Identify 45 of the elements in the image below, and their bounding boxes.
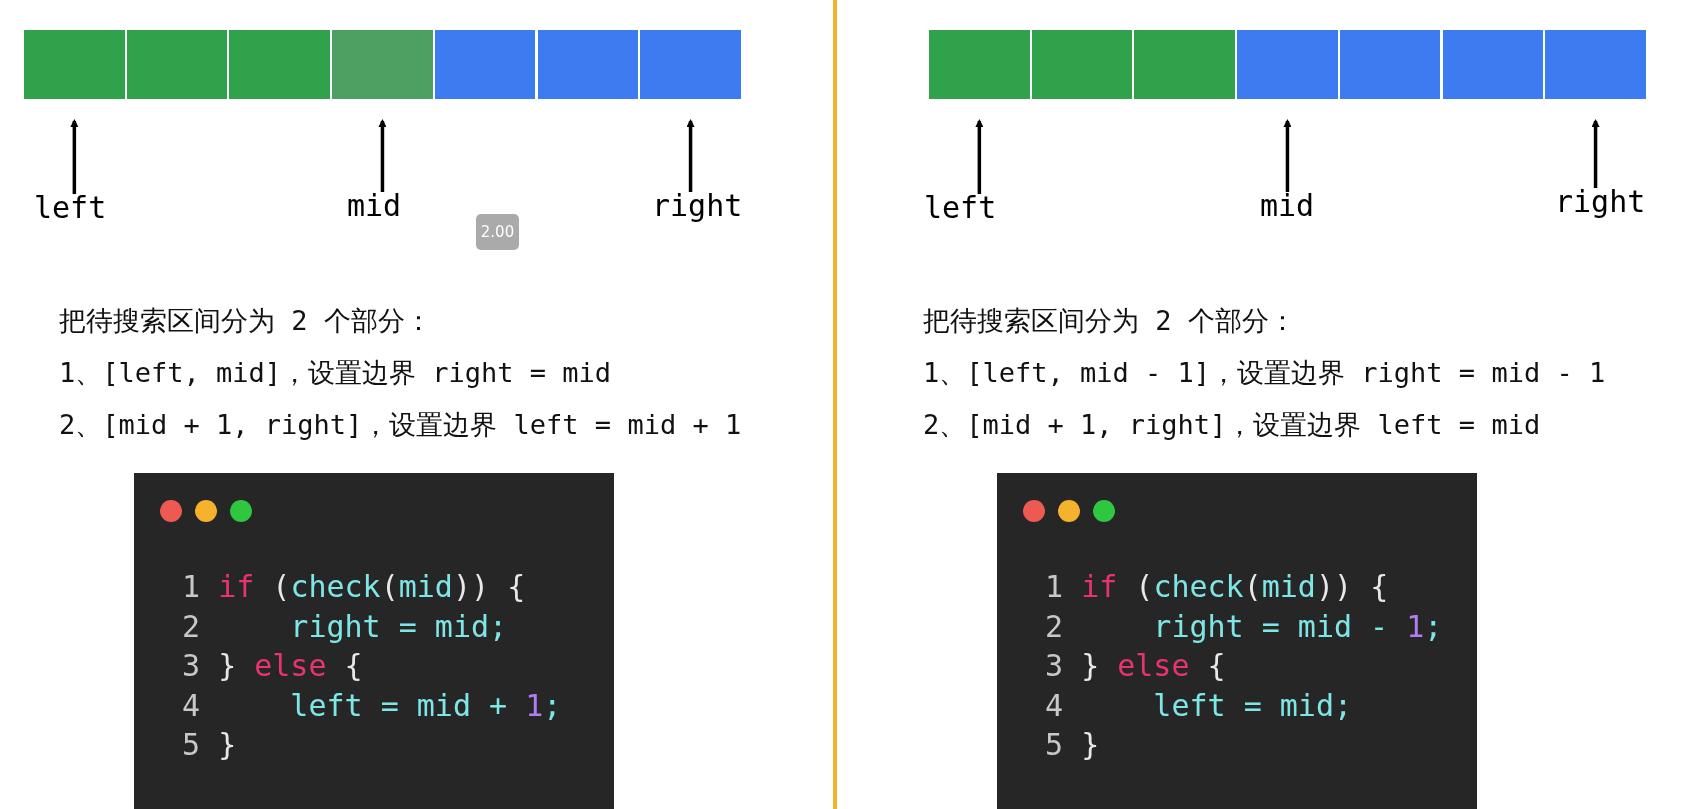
arrow <box>1283 119 1292 192</box>
arrow <box>70 119 79 194</box>
code-line: 4 left = mid; <box>1045 690 1353 721</box>
code-line: 1 if (check(mid)) { <box>1045 572 1389 602</box>
code-window <box>997 473 1477 809</box>
speed-badge: 2.00 <box>476 214 519 250</box>
array-cell <box>434 30 536 99</box>
array-cell <box>24 30 125 99</box>
array-cell <box>640 30 741 99</box>
code-line: 4 left = mid + 1; <box>182 690 562 721</box>
array-cell <box>1545 30 1646 99</box>
array-cell <box>1237 30 1338 99</box>
code-line: 1 if (check(mid)) { <box>182 572 526 602</box>
description-text: 1、[left, mid - 1]，设置边界 right = mid - 1 <box>923 356 1606 390</box>
description-text: 把待搜索区间分为 2 个部分： <box>923 304 1296 338</box>
pointer-label: left <box>924 190 997 225</box>
pointer-label: left <box>34 190 107 225</box>
description-text: 1、[left, mid]，设置边界 right = mid <box>59 356 612 390</box>
code-line: 5 } <box>182 730 237 760</box>
arrow <box>686 119 695 192</box>
pointer-label: right <box>1555 184 1646 219</box>
pointer-label: mid <box>1260 188 1315 223</box>
code-line: 5 } <box>1045 730 1100 760</box>
array-cell <box>126 30 228 99</box>
description-text: 把待搜索区间分为 2 个部分： <box>59 304 432 338</box>
description-text: 2、[mid + 1, right]，设置边界 left = mid + 1 <box>59 408 742 442</box>
array-cell <box>229 30 331 99</box>
array-cell <box>332 30 433 99</box>
arrow <box>1591 119 1600 188</box>
code-line: 2 right = mid; <box>182 611 508 642</box>
code-line: 3 } else { <box>1045 651 1226 681</box>
array-cell <box>1442 30 1544 99</box>
code-line: 3 } else { <box>182 651 363 681</box>
array-cell <box>1031 30 1133 99</box>
description-text: 2、[mid + 1, right]，设置边界 left = mid <box>923 408 1541 442</box>
array-cell <box>1134 30 1236 99</box>
array-cell <box>537 30 639 99</box>
code-window <box>134 473 614 809</box>
array-cell <box>1339 30 1441 99</box>
array-cell <box>929 30 1030 99</box>
arrow <box>975 119 984 194</box>
pointer-label: mid <box>347 188 402 223</box>
code-line: 2 right = mid - 1; <box>1045 611 1443 642</box>
arrow <box>378 119 387 192</box>
pointer-label: right <box>652 188 743 223</box>
